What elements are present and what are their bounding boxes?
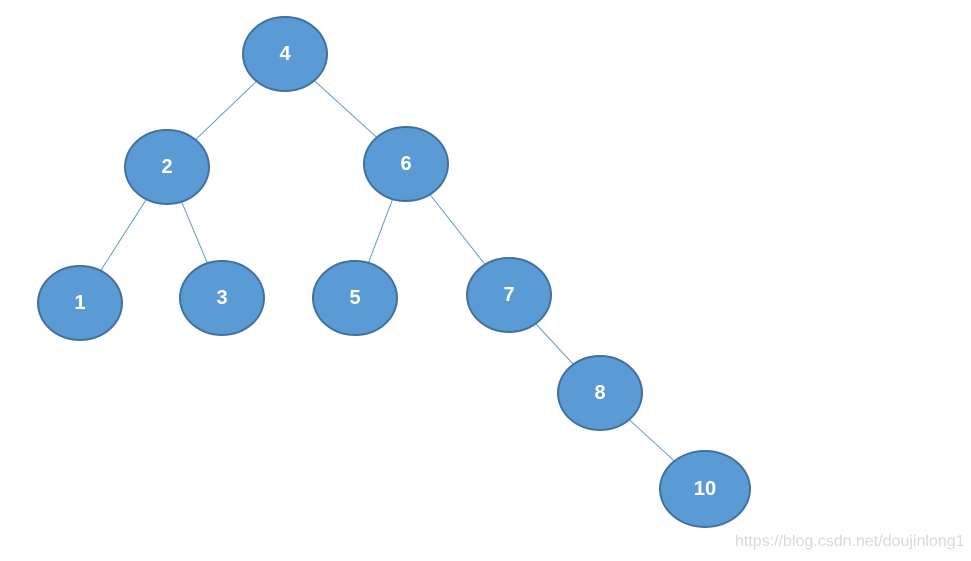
node-circle bbox=[37, 265, 123, 341]
tree-node-5: 5 bbox=[312, 260, 398, 336]
node-label: 1 bbox=[74, 292, 85, 314]
node-circle bbox=[124, 129, 210, 205]
node-label: 6 bbox=[400, 153, 411, 175]
node-circle bbox=[557, 355, 643, 431]
node-circle bbox=[312, 260, 398, 336]
node-circle bbox=[659, 450, 751, 528]
tree-node-8: 8 bbox=[557, 355, 643, 431]
node-label: 8 bbox=[594, 382, 605, 404]
tree-node-3: 3 bbox=[179, 260, 265, 336]
node-circle bbox=[242, 16, 328, 92]
tree-nodes: 4 2 6 1 3 5 7 8 10 bbox=[37, 16, 751, 528]
node-circle bbox=[363, 126, 449, 202]
node-label: 2 bbox=[161, 156, 172, 178]
watermark-text: https://blog.csdn.net/doujinlong1 bbox=[735, 533, 965, 550]
node-label: 3 bbox=[216, 287, 227, 309]
tree-node-4: 4 bbox=[242, 16, 328, 92]
tree-node-2: 2 bbox=[124, 129, 210, 205]
node-label: 5 bbox=[349, 287, 360, 309]
node-label: 4 bbox=[279, 43, 291, 65]
tree-node-10: 10 bbox=[659, 450, 751, 528]
tree-node-7: 7 bbox=[466, 257, 552, 333]
node-circle bbox=[466, 257, 552, 333]
node-label: 10 bbox=[694, 478, 716, 500]
tree-node-1: 1 bbox=[37, 265, 123, 341]
node-label: 7 bbox=[503, 284, 514, 306]
node-circle bbox=[179, 260, 265, 336]
tree-node-6: 6 bbox=[363, 126, 449, 202]
